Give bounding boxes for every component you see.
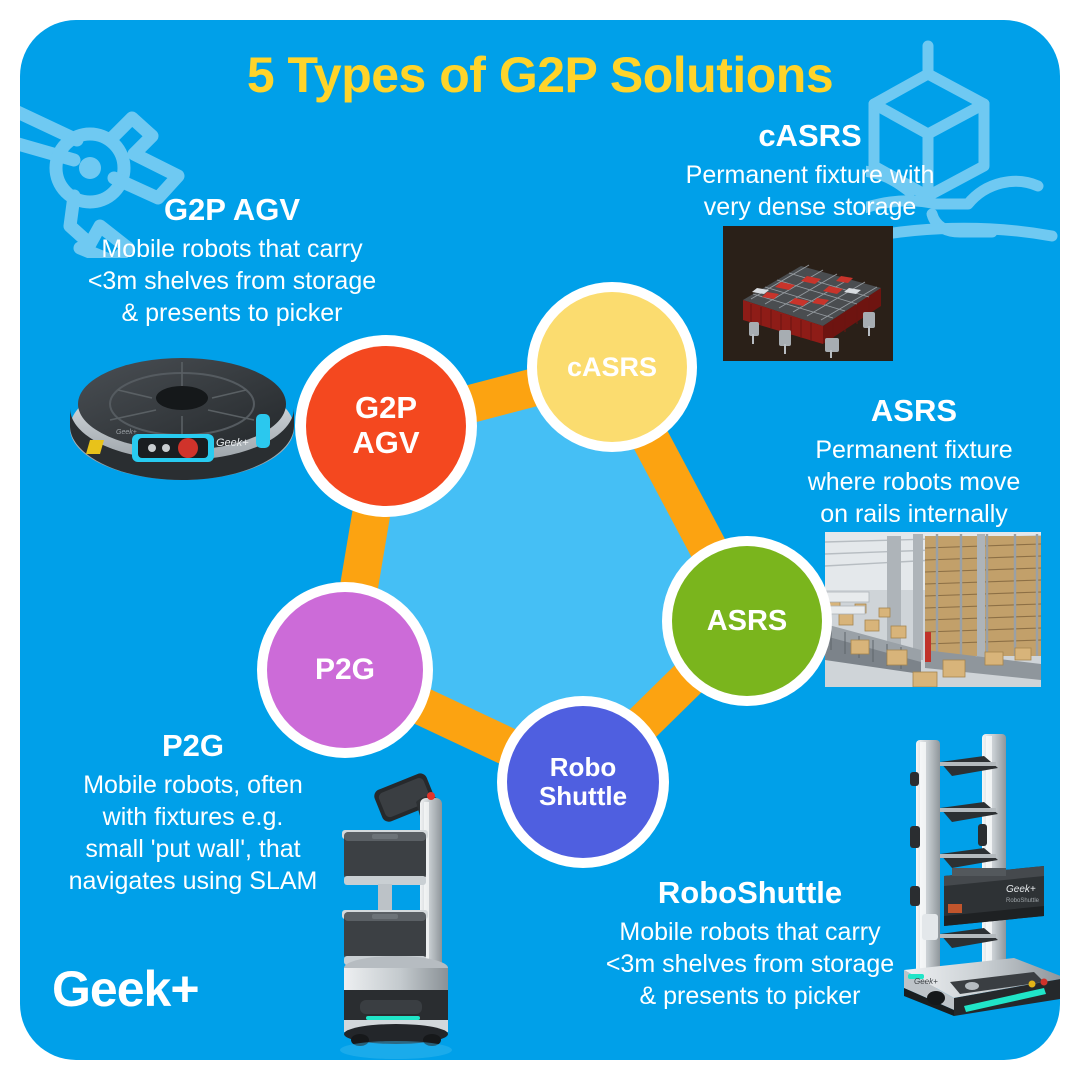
- description-block-g2p-agv: G2P AGV Mobile robots that carry <3m she…: [42, 192, 422, 329]
- g2p-agv-photo: Geek+ Geek+: [70, 358, 294, 480]
- p2g-photo: [340, 773, 452, 1059]
- node-label-roboshuttle-line2: Shuttle: [538, 781, 628, 811]
- block-title-g2pagv: G2P AGV: [163, 192, 301, 227]
- geek-plus-logo: Geek+: [52, 961, 200, 1017]
- node-label-g2pagv-line2: AGV: [352, 425, 420, 460]
- node-label-casrs: cASRS: [566, 351, 658, 382]
- node-g2p-agv[interactable]: G2P AGV: [295, 335, 477, 517]
- svg-text:Geek+: Geek+: [914, 977, 938, 986]
- block-desc-roboshuttle: Mobile robots that carry <3m shelves fro…: [605, 917, 895, 1010]
- node-asrs[interactable]: ASRS: [662, 536, 832, 706]
- svg-text:RoboShuttle: RoboShuttle: [1006, 898, 1040, 904]
- node-label-g2pagv-line1: G2P: [354, 390, 418, 426]
- block-desc-asrs: Permanent fixture where robots move on r…: [807, 435, 1021, 528]
- description-block-roboshuttle: RoboShuttle Mobile robots that carry <3m…: [560, 875, 940, 1012]
- node-label-asrs: ASRS: [706, 604, 788, 637]
- description-block-casrs: cASRS Permanent fixture with very dense …: [620, 118, 1000, 223]
- node-label-p2g: P2G: [314, 653, 376, 687]
- casrs-photo: [723, 226, 893, 361]
- block-desc-casrs: Permanent fixture with very dense storag…: [685, 160, 935, 221]
- block-title-roboshuttle: RoboShuttle: [657, 875, 843, 910]
- svg-text:Geek+: Geek+: [116, 429, 137, 436]
- node-casrs[interactable]: cASRS: [527, 282, 697, 452]
- node-label-roboshuttle-line1: Robo: [549, 751, 617, 782]
- asrs-photo: [825, 532, 1041, 687]
- description-block-p2g: P2G Mobile robots, often with fixtures e…: [38, 728, 348, 897]
- block-title-casrs: cASRS: [758, 118, 862, 153]
- block-desc-g2pagv: Mobile robots that carry <3m shelves fro…: [87, 234, 377, 327]
- block-title-asrs: ASRS: [870, 393, 958, 428]
- node-roboshuttle[interactable]: Robo Shuttle: [497, 696, 669, 868]
- roboshuttle-photo: Geek+ RoboShuttle Geek+: [904, 734, 1060, 1016]
- infographic-canvas: 5 Types of G2P Solutions: [20, 20, 1060, 1060]
- svg-text:Geek+: Geek+: [216, 437, 249, 449]
- description-block-asrs: ASRS Permanent fixture where robots move…: [780, 393, 1048, 530]
- block-desc-p2g: Mobile robots, often with fixtures e.g. …: [68, 770, 318, 895]
- block-title-p2g: P2G: [161, 728, 225, 763]
- page-title: 5 Types of G2P Solutions: [246, 47, 834, 103]
- node-p2g[interactable]: P2G: [257, 582, 433, 758]
- svg-text:Geek+: Geek+: [1006, 884, 1036, 895]
